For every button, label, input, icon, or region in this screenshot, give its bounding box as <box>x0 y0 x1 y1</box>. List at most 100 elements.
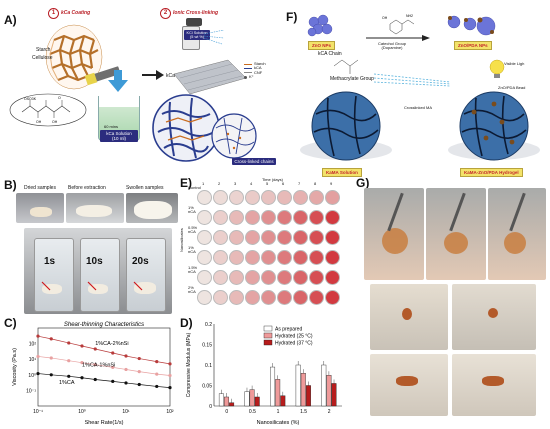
bar <box>224 396 229 407</box>
culture-well <box>261 210 276 225</box>
culture-well <box>197 270 212 285</box>
culture-well <box>229 250 244 265</box>
kca-label: kCa <box>166 73 175 79</box>
culture-well <box>325 190 340 205</box>
svg-text:OH: OH <box>52 120 58 124</box>
culture-well <box>229 190 244 205</box>
data-point <box>111 365 115 369</box>
data-point <box>93 347 97 351</box>
culture-well <box>245 270 260 285</box>
data-point <box>49 337 53 341</box>
culture-well <box>229 210 244 225</box>
bar <box>218 393 224 407</box>
bar <box>305 385 311 407</box>
vial-2 <box>80 238 120 312</box>
zno-pda-nps-label: ZnO/PDA NPs <box>454 41 492 50</box>
svg-text:OH: OH <box>382 16 388 20</box>
right-arrow-icon <box>142 70 164 80</box>
data-point <box>155 360 159 364</box>
vial-1 <box>34 238 74 312</box>
bar <box>229 402 235 407</box>
x-tick-label: 10⁻¹ <box>33 409 43 415</box>
data-point <box>49 356 53 360</box>
y-tick-label: 10⁻¹ <box>26 388 36 394</box>
culture-well <box>213 250 228 265</box>
nanosilicates-header: Nanosilicates <box>179 228 184 252</box>
methacrylate-label: Methacrylate Group <box>330 76 374 82</box>
culture-well <box>293 290 308 305</box>
photo-g6 <box>370 354 448 416</box>
kama-solution-label: KaMA Solution <box>322 168 362 177</box>
bar <box>244 391 250 407</box>
photo-g2 <box>426 188 486 280</box>
photo-dried-samples <box>16 193 64 223</box>
culture-well <box>309 250 324 265</box>
y-tick-label: 0.05 <box>202 384 212 390</box>
data-point <box>80 361 84 365</box>
culture-well <box>197 290 212 305</box>
x-tick-label: 1.5 <box>300 409 307 415</box>
culture-well <box>277 230 292 245</box>
spray-nozzle-icon <box>186 18 202 26</box>
culture-well <box>213 270 228 285</box>
panel-e-letter: E) <box>180 176 192 190</box>
x-tick-label: 1 <box>277 409 280 415</box>
data-point <box>111 379 115 383</box>
panel-f-letter: F) <box>286 10 298 24</box>
legend-label: Hydrated (37 °C) <box>275 341 313 347</box>
well-row-labels: Control 1% nCA 0.5% nCA 1% nCA 1.5% nCA … <box>188 185 201 306</box>
legend-swatch <box>263 339 273 346</box>
y-axis-label: Viscosity (Pa.s) <box>12 348 18 386</box>
chart-title: Shear-thinning Characteristics <box>64 322 144 328</box>
photo-g1 <box>364 188 424 280</box>
visible-light-label: Visible Ligh <box>504 61 525 66</box>
legend-label: As prepared <box>275 327 302 333</box>
data-point <box>80 376 84 380</box>
culture-well <box>213 230 228 245</box>
culture-well <box>325 250 340 265</box>
panel-a-letter: A) <box>4 13 17 27</box>
red-arrows-icon <box>41 281 143 291</box>
data-point <box>67 341 71 345</box>
culture-well <box>213 290 228 305</box>
series-label: 1%CA <box>59 380 75 386</box>
culture-well <box>261 190 276 205</box>
time-20s: 20s <box>132 256 149 267</box>
data-point <box>36 334 40 338</box>
cellulose-label: Cellulose <box>32 55 53 61</box>
time-10s: 10s <box>86 256 103 267</box>
row-label: 1% nCA <box>188 245 196 255</box>
arrow-stem <box>114 70 122 80</box>
culture-well <box>261 290 276 305</box>
column-number: 8 <box>314 181 317 186</box>
culture-well <box>277 190 292 205</box>
dopamine-structure: OH NH2 <box>382 14 415 35</box>
panel-g-letter: G) <box>356 176 370 190</box>
culture-well <box>213 210 228 225</box>
culture-well <box>293 190 308 205</box>
column-number: 4 <box>250 181 253 186</box>
culture-well <box>293 230 308 245</box>
x-tick-label: 10¹ <box>122 409 130 415</box>
culture-well <box>229 270 244 285</box>
culture-well <box>197 190 212 205</box>
data-point <box>168 386 172 390</box>
culture-well <box>245 250 260 265</box>
y-tick-label: 10² <box>29 342 37 348</box>
data-point <box>49 373 53 377</box>
step2-number: 2 <box>160 8 171 19</box>
bar <box>280 395 286 407</box>
panel-a-legend: Starch kCA CNF K⁺ <box>244 61 266 80</box>
time-1s: 1s <box>44 256 56 267</box>
column-number: 3 <box>234 181 237 186</box>
svg-text:O: O <box>58 96 61 100</box>
culture-well <box>197 210 212 225</box>
panel-c-letter: C) <box>4 316 17 330</box>
crosslinked-chains-label: Cross-linked chains <box>232 158 276 165</box>
b-label-before: Before extraction <box>68 185 106 191</box>
svg-text:OSO3K: OSO3K <box>24 97 37 101</box>
data-point <box>168 362 172 366</box>
series-label: 1%CA-1%nSi <box>82 362 115 368</box>
